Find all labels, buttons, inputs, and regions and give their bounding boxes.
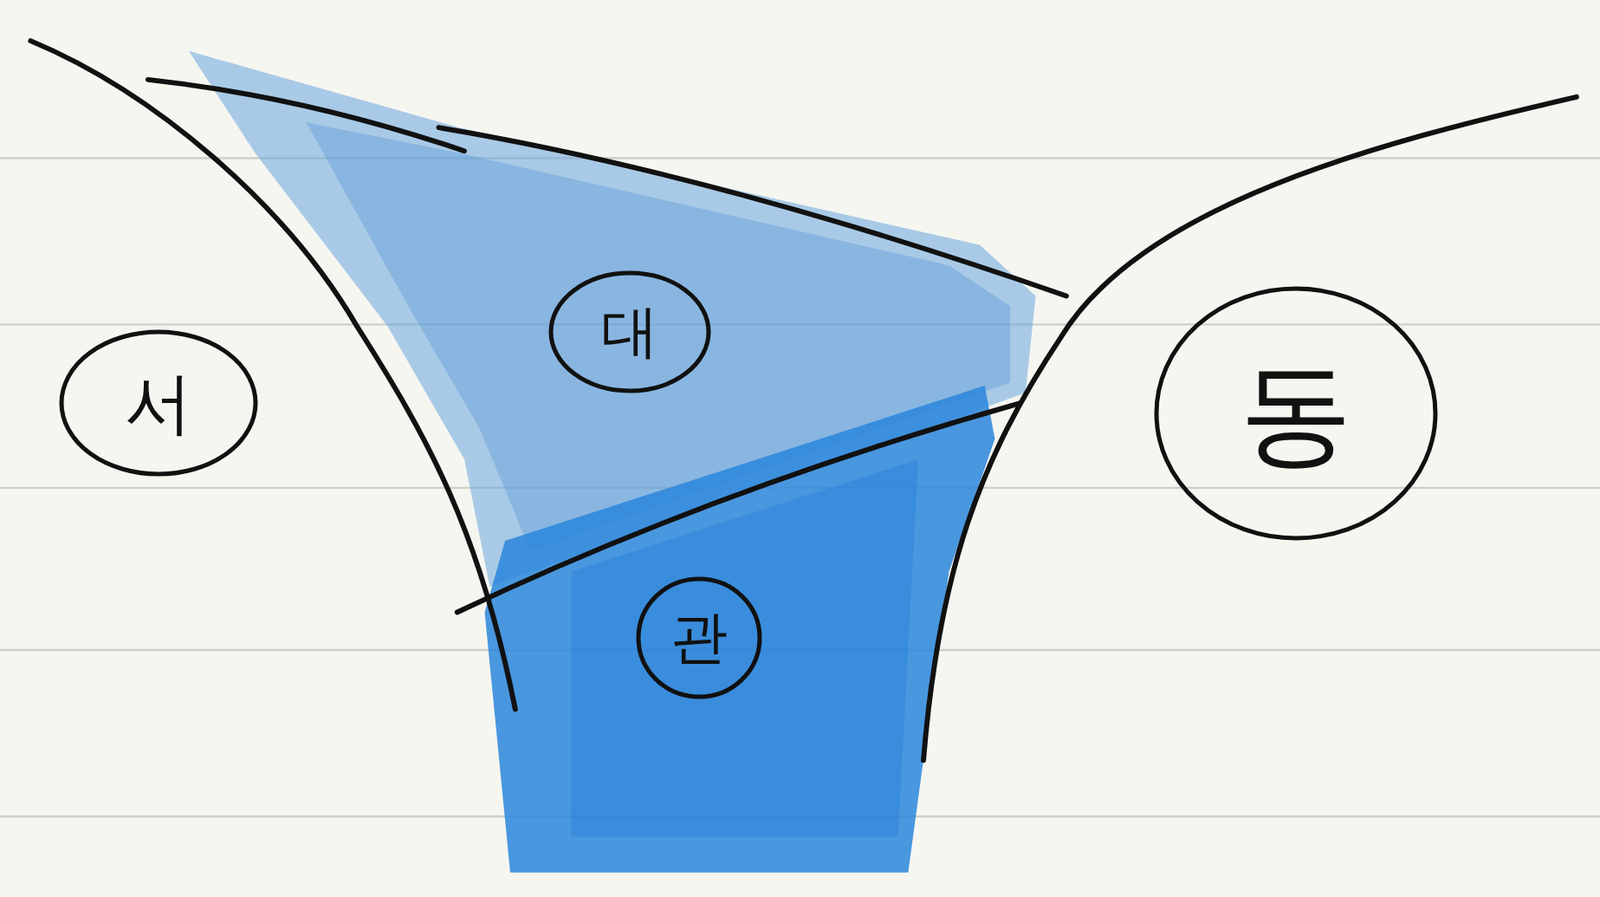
circle-outline: [1156, 288, 1436, 538]
circled-label: 대: [547, 269, 713, 395]
circle-outline: [638, 578, 760, 697]
surface-line: [439, 127, 1067, 296]
ruled-line: [0, 156, 1600, 159]
circled-label: 관: [634, 575, 764, 700]
lower-blue-shading: [571, 459, 919, 837]
lower-blue-region: [485, 385, 996, 873]
node-label: 대: [601, 303, 659, 361]
node-label: 동: [1239, 356, 1353, 470]
circled-label: 동: [1153, 285, 1439, 542]
node-label: 서: [124, 369, 193, 437]
boundary-line: [457, 402, 1021, 612]
surface-line: [148, 79, 465, 151]
circle-outline: [550, 272, 709, 391]
circle-outline: [61, 331, 256, 474]
east-slope-line: [923, 97, 1577, 760]
circled-label: 서: [58, 328, 260, 478]
node-label: 관: [670, 608, 728, 667]
west-slope-line: [30, 40, 516, 709]
